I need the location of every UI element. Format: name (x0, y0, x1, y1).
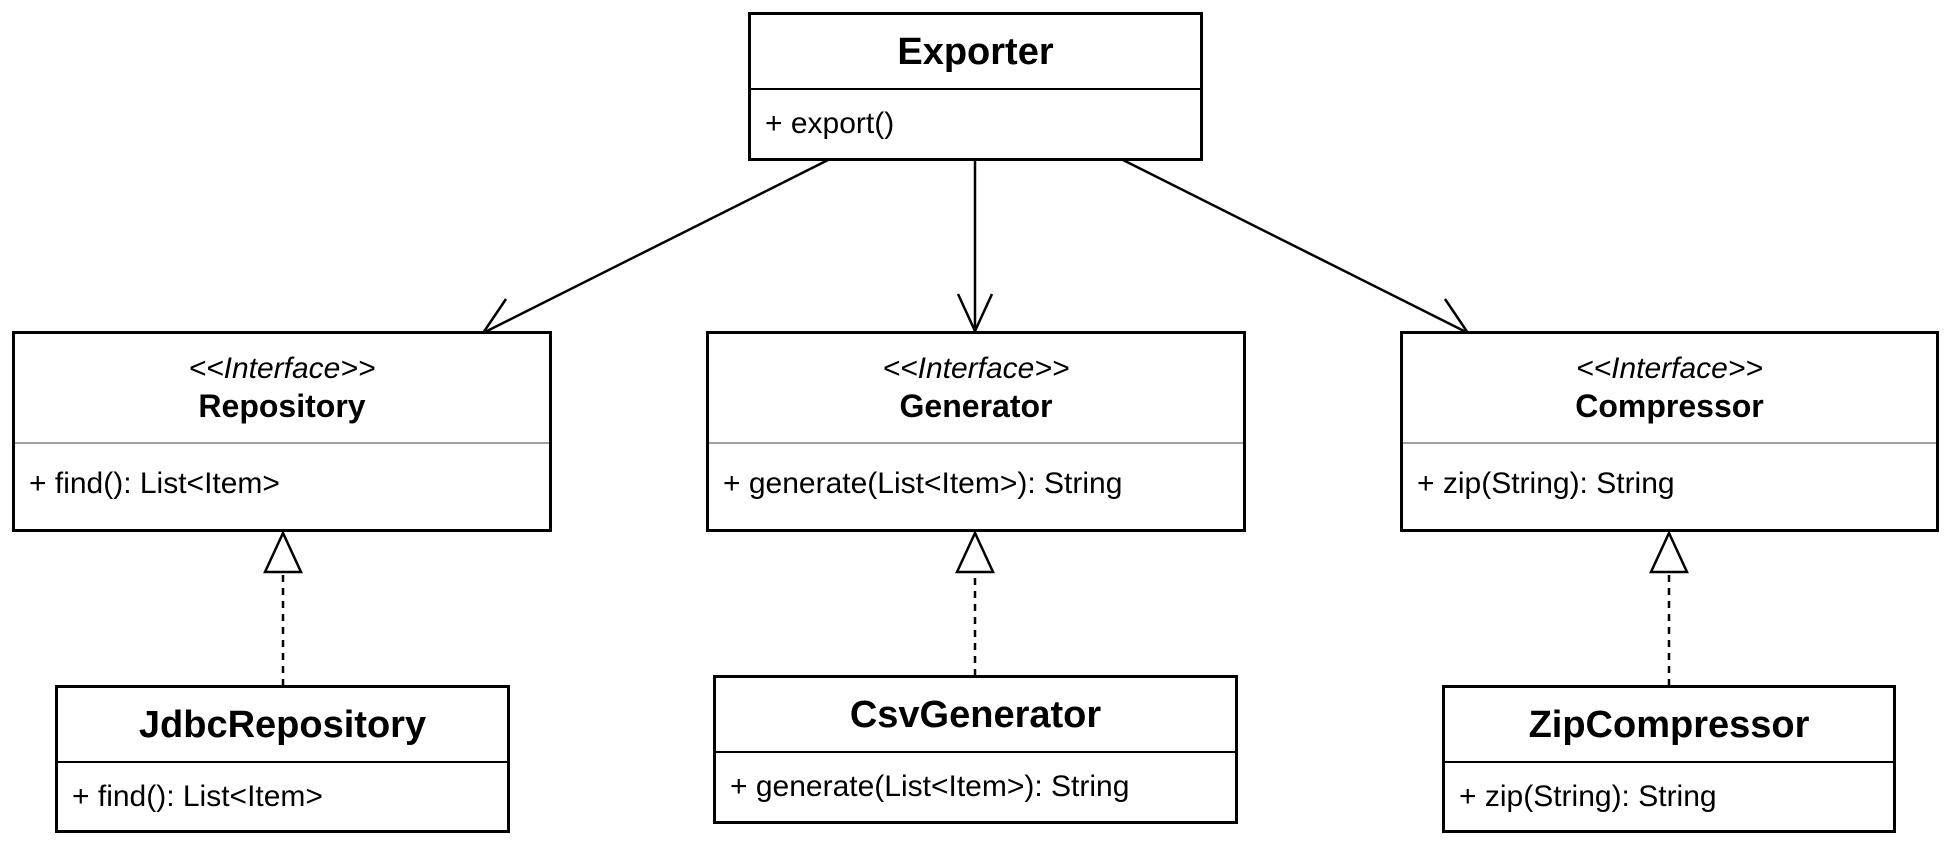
interface-compressor[interactable]: <<Interface>> Compressor + zip(String): … (1400, 331, 1939, 532)
class-zip-compressor-header: ZipCompressor (1445, 688, 1893, 763)
dependency-exporter-repository (482, 158, 829, 335)
class-name: JdbcRepository (138, 703, 427, 746)
class-exporter[interactable]: Exporter + export() (748, 12, 1203, 161)
stereotype-label: <<Interface>> (188, 352, 376, 385)
interface-name: Compressor (1575, 388, 1764, 424)
class-jdbc-repository-members: + find(): List<Item> (58, 763, 507, 830)
method-generate: + generate(List<Item>): String (730, 770, 1130, 803)
interface-name: Repository (198, 388, 366, 424)
dependency-exporter-compressor (1122, 158, 1469, 335)
method-export: + export() (765, 107, 895, 140)
class-zip-compressor-members: + zip(String): String (1445, 763, 1893, 830)
interface-generator-header: <<Interface>> Generator (709, 334, 1243, 444)
method-zip: + zip(String): String (1417, 467, 1675, 500)
hollow-triangle-compressor (1649, 530, 1689, 574)
method-find: + find(): List<Item> (72, 779, 323, 813)
class-jdbc-repository-header: JdbcRepository (58, 688, 507, 763)
interface-name: Generator (899, 388, 1053, 424)
class-csv-generator-header: CsvGenerator (716, 678, 1235, 753)
class-name: CsvGenerator (849, 693, 1102, 736)
class-exporter-members: + export() (751, 90, 1200, 158)
hollow-triangle-generator (955, 530, 995, 574)
class-name: Exporter (897, 30, 1054, 73)
class-csv-generator[interactable]: CsvGenerator + generate(List<Item>): Str… (713, 675, 1238, 824)
method-zip: + zip(String): String (1459, 779, 1717, 813)
interface-compressor-members: + zip(String): String (1403, 444, 1936, 524)
interface-generator-members: + generate(List<Item>): String (709, 444, 1243, 524)
class-csv-generator-members: + generate(List<Item>): String (716, 753, 1235, 821)
method-find: + find(): List<Item> (29, 467, 280, 500)
class-jdbc-repository[interactable]: JdbcRepository + find(): List<Item> (55, 685, 510, 833)
interface-repository-header: <<Interface>> Repository (15, 334, 549, 444)
interface-repository-members: + find(): List<Item> (15, 444, 549, 524)
stereotype-label: <<Interface>> (882, 352, 1070, 385)
class-zip-compressor[interactable]: ZipCompressor + zip(String): String (1442, 685, 1896, 833)
hollow-triangle-repository (263, 530, 303, 574)
method-generate: + generate(List<Item>): String (723, 467, 1123, 500)
interface-generator[interactable]: <<Interface>> Generator + generate(List<… (706, 331, 1246, 532)
class-exporter-header: Exporter (751, 15, 1200, 90)
class-name: ZipCompressor (1528, 703, 1810, 746)
interface-compressor-header: <<Interface>> Compressor (1403, 334, 1936, 444)
stereotype-label: <<Interface>> (1576, 352, 1763, 385)
interface-repository[interactable]: <<Interface>> Repository + find(): List<… (12, 331, 552, 532)
